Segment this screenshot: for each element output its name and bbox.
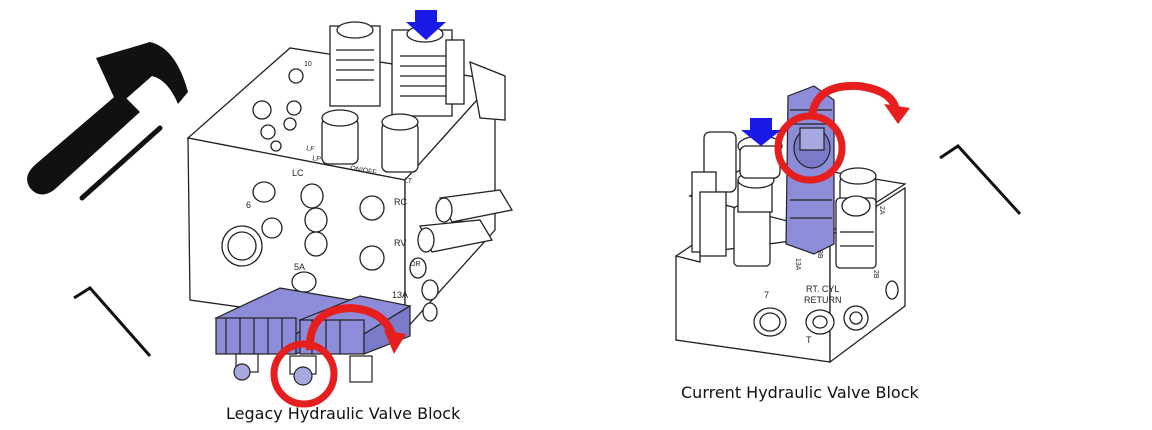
label-lc: LC [292,168,304,178]
current-port-labels: 7 RT. CYL RETURN T 13A 3B 2A 2B [764,206,885,345]
allen-key-icon-right [939,144,1022,216]
legacy-valve-block [186,21,514,332]
label-2a: 2A [878,206,885,215]
label-lt: LT [404,177,413,185]
current-highlighted-valve [785,85,835,255]
label-return: RETURN [804,295,842,305]
current-blue-arrow-icon [741,118,781,146]
label-rt-cyl: RT. CYL [806,284,839,294]
screwdriver-icon [79,125,163,201]
label-or: OR [410,261,421,268]
legacy-blue-arrow-icon [406,10,446,40]
label-t: T [806,335,812,345]
current-red-highlight [774,81,910,184]
label-lf: LF [306,145,315,153]
current-valve-block [674,131,907,364]
label-rc: RC [394,197,407,207]
label-13a: 13A [392,290,408,300]
label-13a-current: 13A [794,258,801,271]
label-onoff: ON/OFF [350,165,377,176]
label-5a: 5A [294,262,305,272]
legacy-port-labels: LC RC RV 5A 13A 6 LP ON/OFF LT LF OR 10 [246,61,421,300]
label-10: 10 [304,61,312,68]
label-3b: 3B [816,250,823,259]
label-2b: 2B [872,270,879,279]
current-caption: Current Hydraulic Valve Block [681,383,919,402]
label-7: 7 [764,290,769,300]
hammer-icon [27,42,188,195]
label-rv: RV [394,238,406,248]
allen-key-icon [73,286,152,357]
label-6: 6 [246,200,251,210]
legacy-red-highlight [270,303,406,408]
legacy-caption: Legacy Hydraulic Valve Block [226,404,461,423]
label-lp: LP [312,155,322,163]
